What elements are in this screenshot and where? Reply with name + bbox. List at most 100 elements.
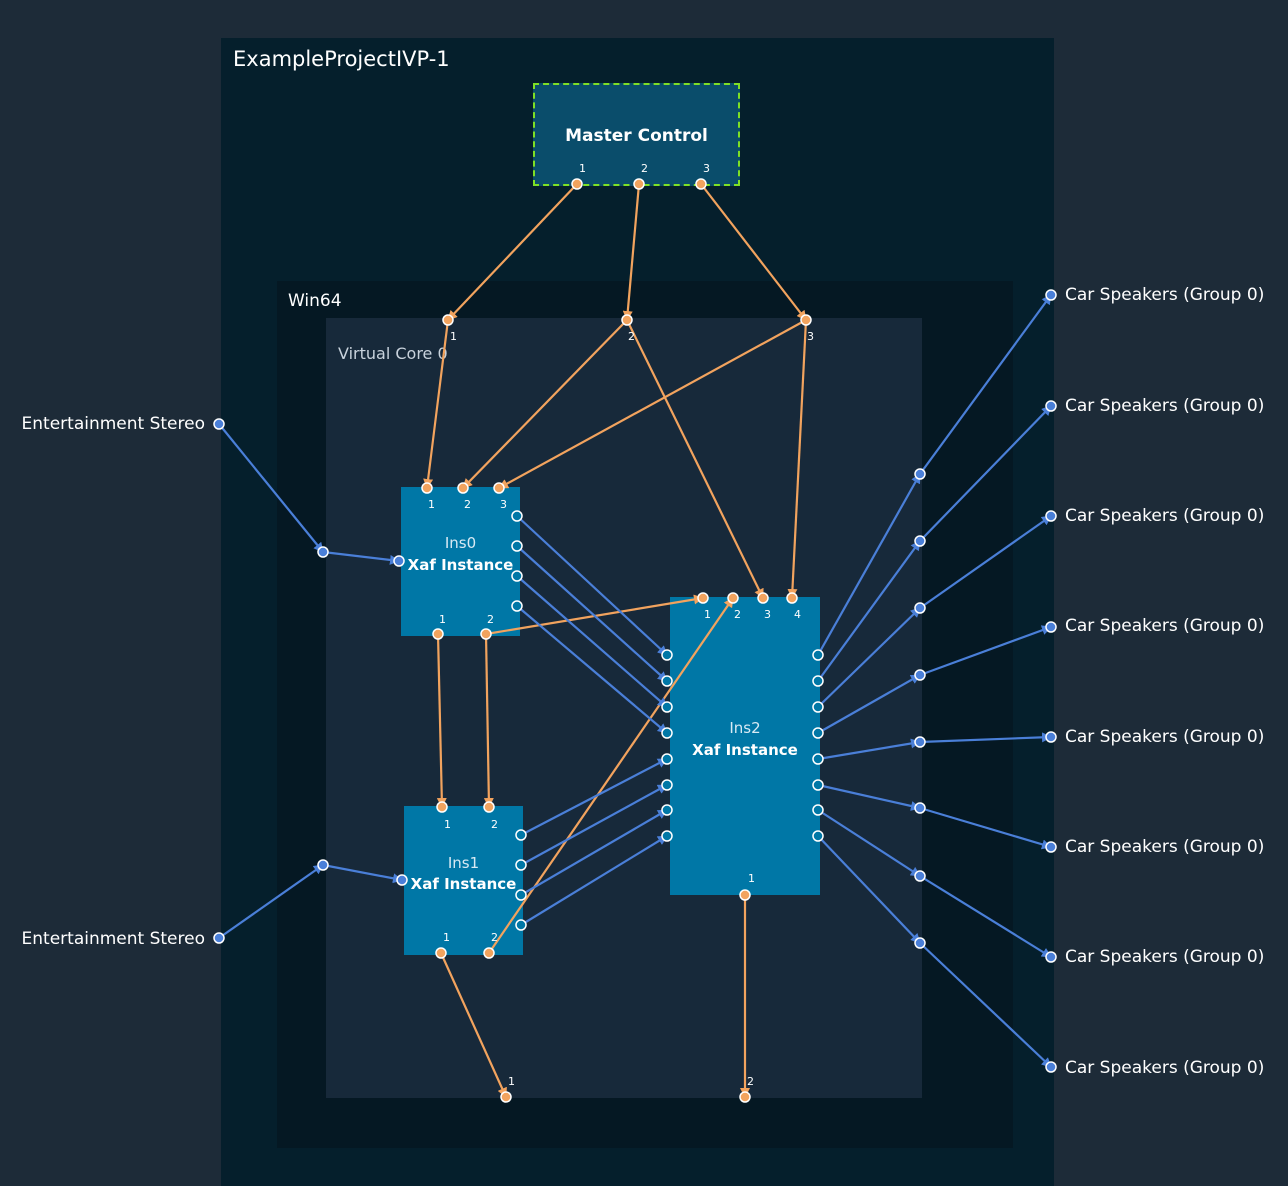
control-connection[interactable]	[498, 319, 807, 489]
audio-input-pin[interactable]	[661, 727, 673, 739]
audio-pin[interactable]	[317, 859, 329, 871]
audio-connection[interactable]	[520, 758, 668, 836]
control-pin[interactable]	[757, 592, 769, 604]
control-pin[interactable]	[480, 628, 492, 640]
audio-connection[interactable]	[919, 515, 1052, 609]
audio-pin[interactable]	[914, 870, 926, 882]
audio-connection[interactable]	[520, 784, 668, 866]
audio-connection[interactable]	[817, 473, 921, 656]
audio-pin[interactable]	[914, 802, 926, 814]
audio-connection[interactable]	[322, 863, 403, 884]
audio-output-pin[interactable]	[511, 510, 523, 522]
audio-connection[interactable]	[817, 540, 921, 682]
audio-output-pin[interactable]	[812, 701, 824, 713]
audio-pin[interactable]	[914, 468, 926, 480]
speaker-endpoint-pin[interactable]	[1045, 1061, 1057, 1073]
control-pin[interactable]	[633, 178, 645, 190]
audio-input-pin[interactable]	[661, 701, 673, 713]
audio-output-pin[interactable]	[515, 919, 527, 931]
speaker-endpoint-pin[interactable]	[1045, 510, 1057, 522]
control-pin[interactable]	[436, 801, 448, 813]
control-connection[interactable]	[436, 633, 447, 808]
instance-node-ins2[interactable]	[670, 597, 820, 895]
audio-connection[interactable]	[817, 783, 921, 811]
audio-connection[interactable]	[919, 405, 1052, 542]
audio-input-pin[interactable]	[661, 830, 673, 842]
speaker-endpoint-pin[interactable]	[1045, 731, 1057, 743]
control-connection[interactable]	[439, 952, 508, 1098]
instance-node-ins0[interactable]	[401, 487, 520, 636]
audio-connection[interactable]	[919, 294, 1052, 475]
audio-pin[interactable]	[396, 874, 408, 886]
audio-input-pin[interactable]	[661, 753, 673, 765]
speaker-endpoint-pin[interactable]	[1045, 841, 1057, 853]
audio-output-pin[interactable]	[511, 570, 523, 582]
control-connection[interactable]	[622, 183, 641, 321]
control-pin[interactable]	[421, 482, 433, 494]
audio-connection[interactable]	[817, 809, 921, 877]
control-pin[interactable]	[786, 592, 798, 604]
control-pin[interactable]	[727, 592, 739, 604]
control-pin[interactable]	[442, 314, 454, 326]
audio-connection[interactable]	[919, 625, 1052, 677]
audio-connection[interactable]	[218, 864, 324, 939]
audio-connection[interactable]	[817, 607, 921, 708]
control-connection[interactable]	[787, 319, 808, 599]
speaker-endpoint-pin[interactable]	[1045, 951, 1057, 963]
control-connection[interactable]	[423, 319, 450, 489]
audio-connection[interactable]	[516, 575, 668, 708]
speaker-endpoint-pin[interactable]	[1045, 289, 1057, 301]
audio-output-pin[interactable]	[515, 829, 527, 841]
audio-connection[interactable]	[516, 605, 668, 734]
audio-output-pin[interactable]	[812, 675, 824, 687]
control-pin[interactable]	[621, 314, 633, 326]
control-pin[interactable]	[483, 947, 495, 959]
control-pin[interactable]	[483, 801, 495, 813]
control-pin[interactable]	[571, 178, 583, 190]
audio-connection[interactable]	[919, 732, 1052, 744]
control-connection[interactable]	[488, 597, 734, 954]
audio-connection[interactable]	[516, 545, 668, 682]
audio-pin[interactable]	[914, 937, 926, 949]
control-pin[interactable]	[432, 628, 444, 640]
audio-output-pin[interactable]	[812, 804, 824, 816]
control-connection[interactable]	[483, 633, 494, 808]
audio-pin[interactable]	[914, 669, 926, 681]
audio-pin[interactable]	[914, 736, 926, 748]
control-pin[interactable]	[739, 889, 751, 901]
audio-connection[interactable]	[218, 423, 324, 553]
audio-output-pin[interactable]	[511, 540, 523, 552]
control-connection[interactable]	[626, 319, 764, 599]
audio-connection[interactable]	[817, 738, 921, 761]
control-pin[interactable]	[695, 178, 707, 190]
audio-pin[interactable]	[914, 602, 926, 614]
audio-input-pin[interactable]	[661, 779, 673, 791]
audio-connection[interactable]	[919, 942, 1052, 1068]
instance-node-ins1[interactable]	[404, 806, 523, 955]
audio-input-pin[interactable]	[661, 804, 673, 816]
audio-connection[interactable]	[520, 809, 668, 896]
audio-connection[interactable]	[520, 835, 668, 926]
speaker-endpoint-pin[interactable]	[1045, 400, 1057, 412]
audio-pin[interactable]	[914, 535, 926, 547]
audio-input-pin[interactable]	[661, 675, 673, 687]
audio-connection[interactable]	[322, 550, 400, 565]
audio-output-pin[interactable]	[515, 889, 527, 901]
audio-connection[interactable]	[919, 875, 1052, 958]
control-pin[interactable]	[739, 1091, 751, 1103]
audio-output-pin[interactable]	[812, 649, 824, 661]
speaker-endpoint-pin[interactable]	[1045, 621, 1057, 633]
audio-connection[interactable]	[817, 835, 921, 944]
audio-output-pin[interactable]	[515, 859, 527, 871]
control-pin[interactable]	[800, 314, 812, 326]
control-pin[interactable]	[493, 482, 505, 494]
audio-pin[interactable]	[213, 932, 225, 944]
audio-output-pin[interactable]	[511, 600, 523, 612]
control-connection[interactable]	[447, 183, 578, 321]
control-pin[interactable]	[697, 592, 709, 604]
audio-pin[interactable]	[213, 418, 225, 430]
audio-pin[interactable]	[393, 555, 405, 567]
audio-connection[interactable]	[516, 515, 668, 656]
audio-output-pin[interactable]	[812, 753, 824, 765]
control-connection[interactable]	[462, 319, 628, 489]
